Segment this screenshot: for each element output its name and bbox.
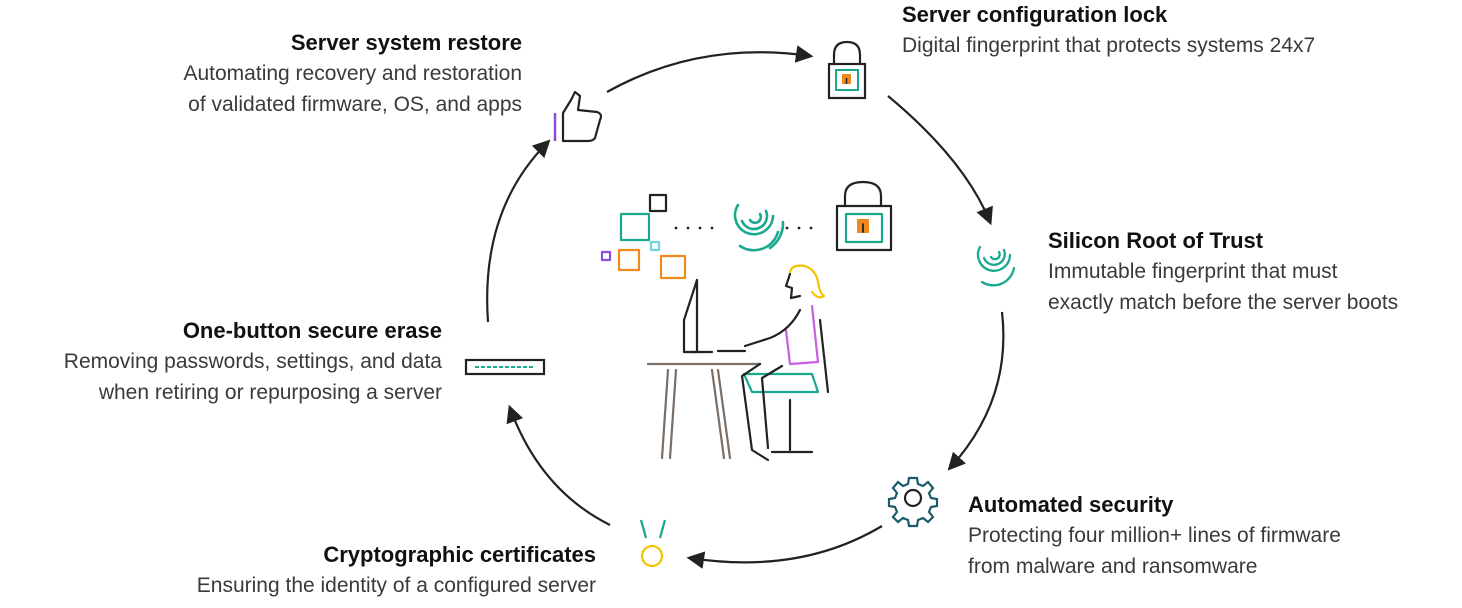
step-automated-security: Automated security Protecting four milli… — [968, 490, 1341, 582]
step-desc-line: Automating recovery and restoration — [183, 62, 522, 85]
gear-icon — [887, 476, 939, 528]
arrow-restore-to-lock — [606, 45, 814, 93]
step-server-configuration-lock: Server configuration lock Digital finger… — [902, 0, 1315, 61]
step-title: Server configuration lock — [902, 2, 1168, 27]
step-desc-line: Immutable fingerprint that must — [1048, 260, 1338, 283]
medal-icon — [639, 519, 667, 568]
step-desc-line: Ensuring the identity of a configured se… — [196, 574, 596, 597]
step-desc-line: of validated firmware, OS, and apps — [188, 93, 522, 116]
step-desc-line: Removing passwords, settings, and data — [63, 350, 442, 373]
server-drive-icon — [464, 358, 546, 376]
step-server-system-restore: Server system restore Automating recover… — [183, 28, 522, 120]
step-silicon-root-of-trust: Silicon Root of Trust Immutable fingerpr… — [1048, 226, 1398, 318]
step-desc-line: from malware and ransomware — [968, 555, 1258, 578]
person-at-desk-icon — [600, 180, 893, 462]
step-desc-line: Protecting four million+ lines of firmwa… — [968, 524, 1341, 547]
step-title: Cryptographic certificates — [323, 542, 596, 567]
fingerprint-icon — [976, 245, 1016, 287]
arrow-automated-to-crypto — [686, 525, 883, 569]
step-desc-line: Digital fingerprint that protects system… — [902, 34, 1316, 57]
step-cryptographic-certificates: Cryptographic certificates Ensuring the … — [197, 540, 596, 601]
step-title: Automated security — [968, 492, 1174, 517]
arrow-erase-to-restore — [486, 139, 551, 323]
thumbs-up-icon — [553, 90, 603, 143]
padlock-icon — [827, 40, 867, 100]
cycle-arrows — [486, 45, 1005, 569]
step-title: Silicon Root of Trust — [1048, 228, 1264, 253]
step-one-button-secure-erase: One-button secure erase Removing passwor… — [64, 316, 442, 408]
step-desc-line: exactly match before the server boots — [1048, 291, 1399, 314]
arrow-silicon-to-automated — [947, 311, 1005, 471]
arrow-crypto-to-erase — [506, 404, 611, 526]
step-desc-line: when retiring or repurposing a server — [98, 381, 442, 404]
step-title: One-button secure erase — [182, 318, 442, 343]
arrow-lock-to-silicon — [887, 95, 993, 226]
step-title: Server system restore — [290, 30, 522, 55]
